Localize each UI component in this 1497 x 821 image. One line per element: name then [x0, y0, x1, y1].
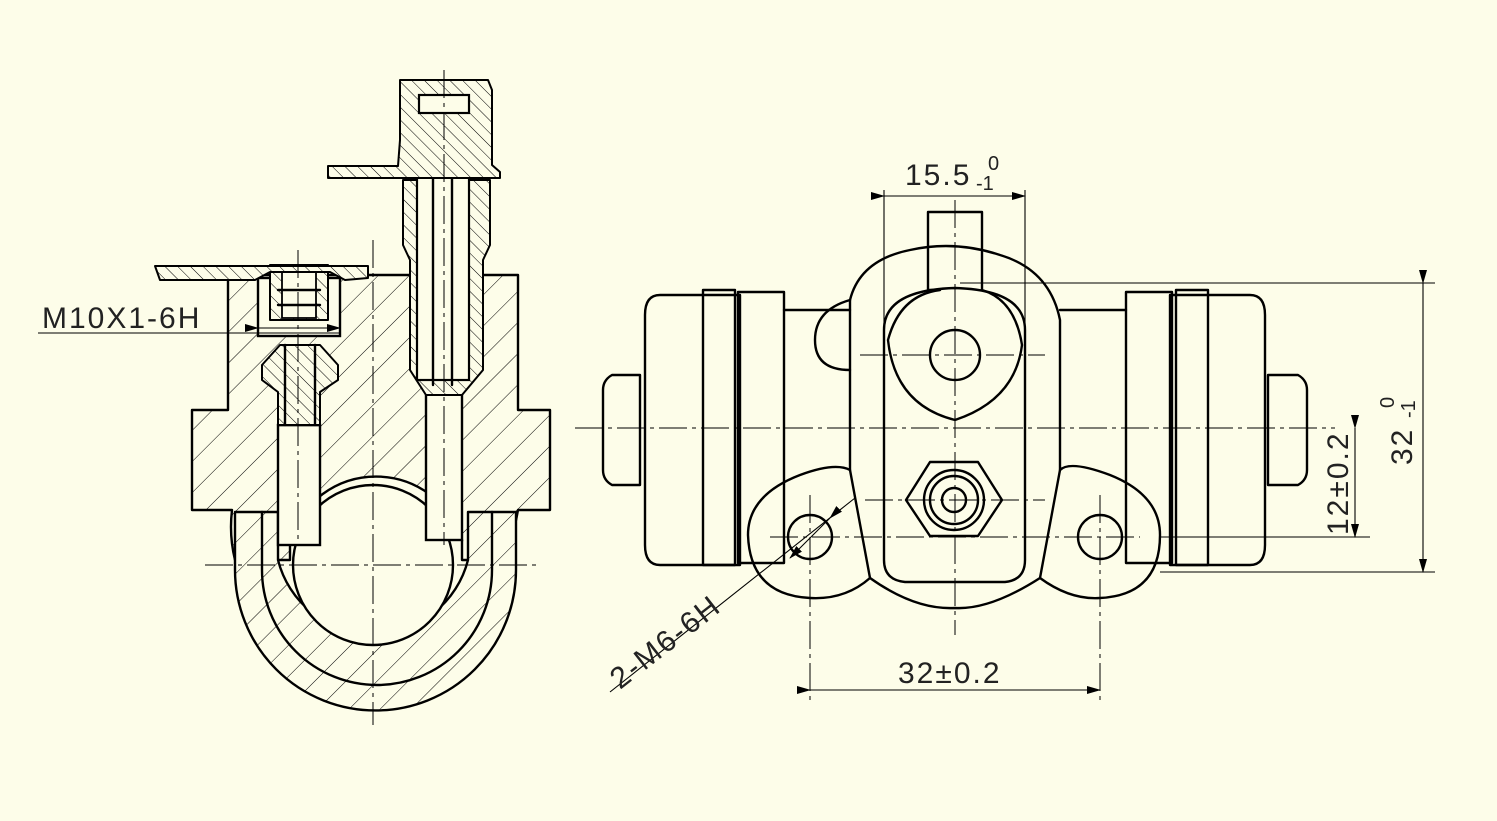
svg-text:0: 0: [1377, 397, 1399, 408]
width-label: 15.5: [905, 159, 971, 192]
height-dimension: 32 0 -1: [960, 270, 1435, 573]
front-view: [575, 200, 1335, 700]
height-label: 32: [1386, 428, 1419, 465]
thread-dimension: M10X1-6H: [38, 302, 341, 335]
svg-text:-1: -1: [1398, 400, 1420, 418]
offset-label: 12±0.2: [1322, 431, 1355, 535]
section-view: [154, 70, 552, 725]
offset-dimension: 12±0.2: [1160, 415, 1370, 538]
svg-text:0: 0: [988, 153, 999, 175]
spacing-dimension: 32±0.2: [797, 657, 1101, 694]
svg-text:-1: -1: [976, 173, 994, 195]
holes-label: 2-M6-6H: [604, 589, 727, 695]
holes-dimension: 2-M6-6H: [604, 497, 856, 696]
spacing-label: 32±0.2: [898, 657, 1002, 690]
width-dimension: 15.5 0 -1: [871, 153, 1026, 330]
thread-label: M10X1-6H: [42, 302, 201, 335]
